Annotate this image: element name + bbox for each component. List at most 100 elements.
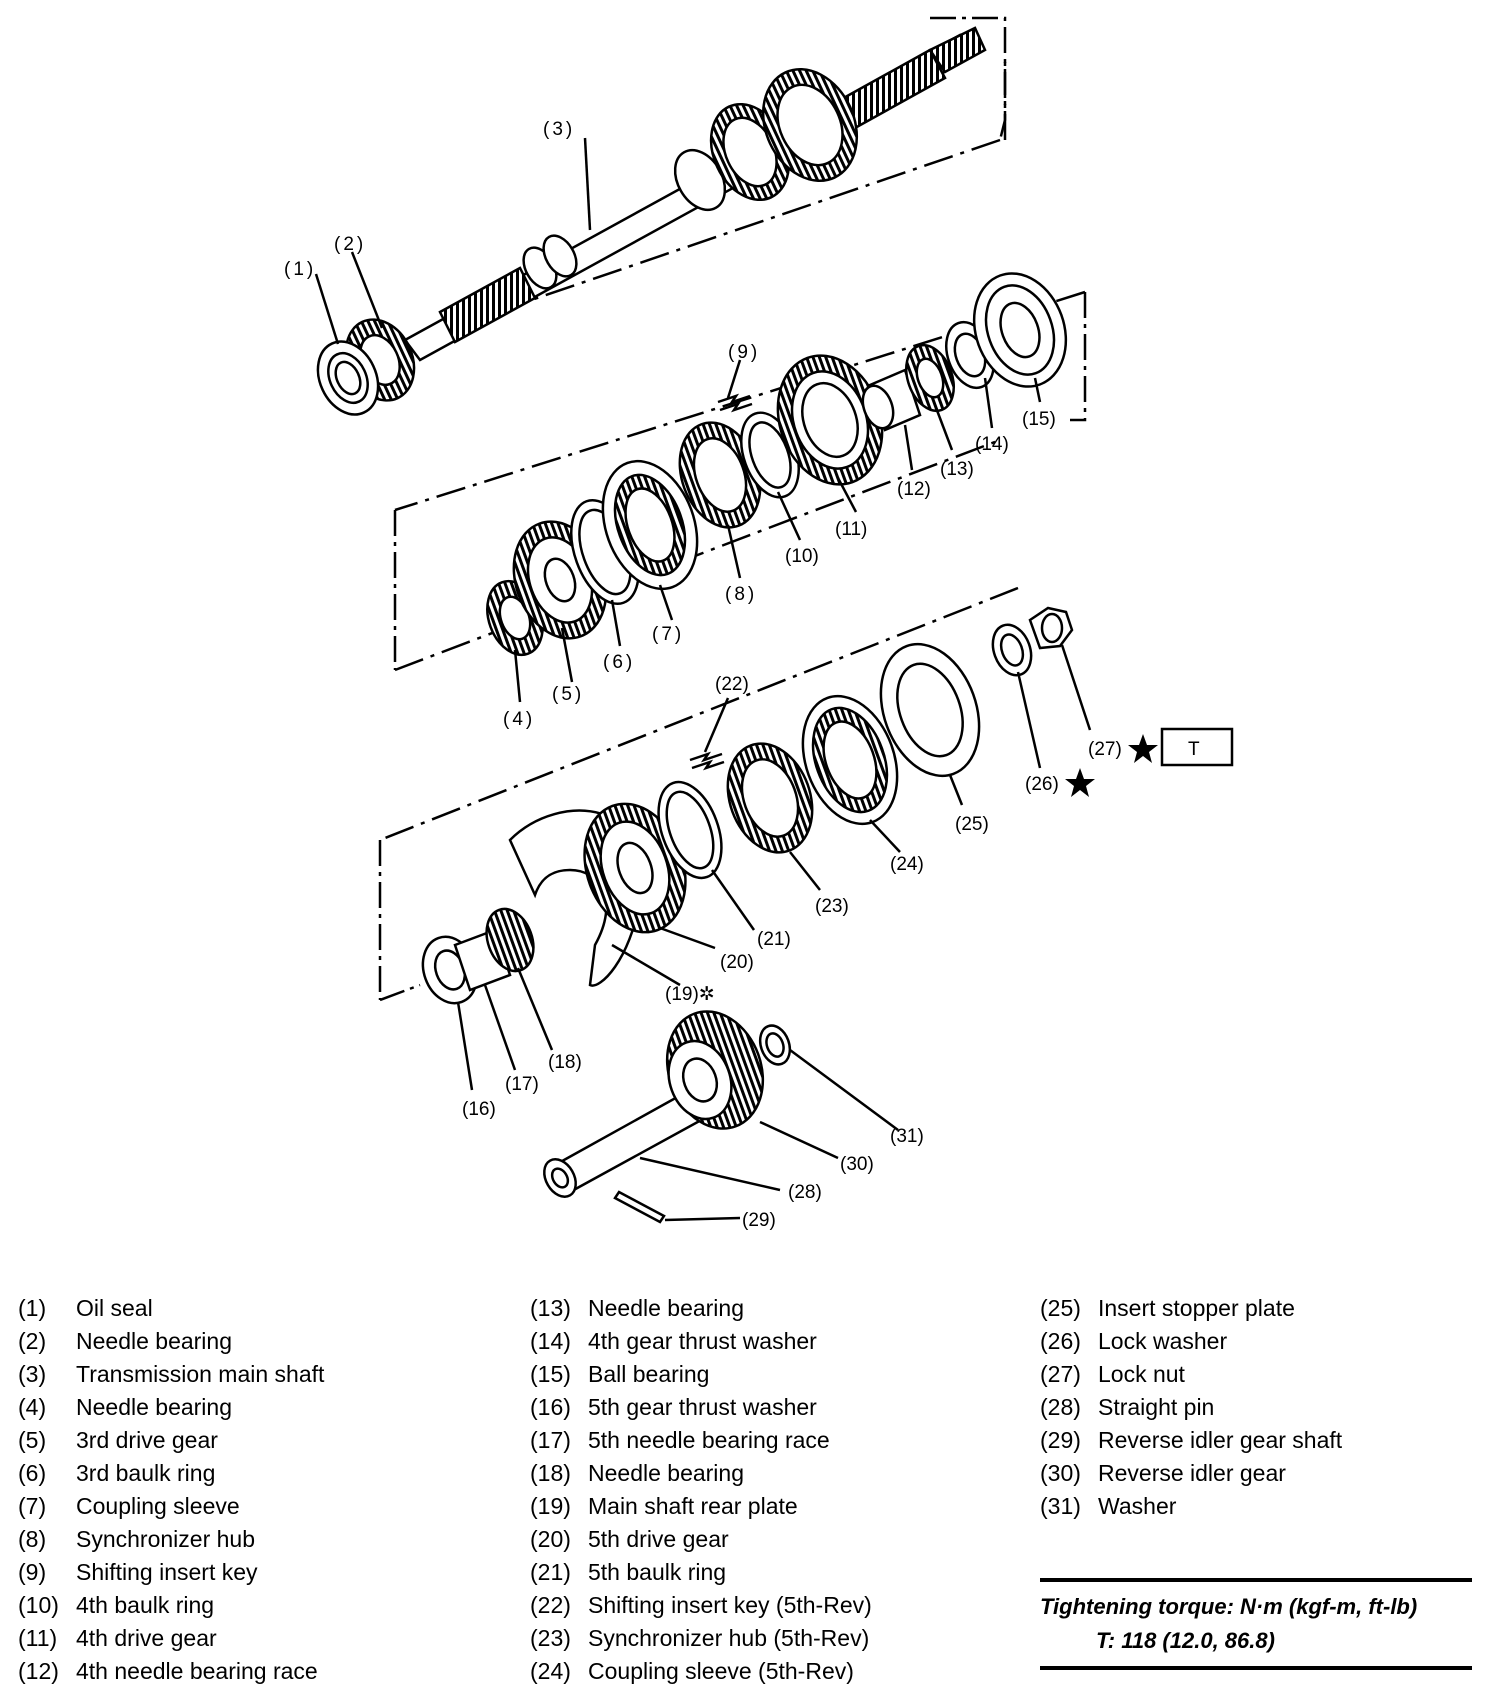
- legend-part-name: Synchronizer hub (5th-Rev): [588, 1625, 870, 1651]
- callout-23: (23): [815, 896, 849, 917]
- legend-number: (23): [530, 1625, 571, 1651]
- legend-item: (20) 5th drive gear: [530, 1523, 872, 1556]
- callout-labels: (3) (2) (1) (9) (15) (14) (13) (12) (11)…: [284, 119, 1200, 1230]
- legend-number: (7): [18, 1493, 47, 1519]
- legend-part-name: Reverse idler gear shaft: [1098, 1427, 1343, 1453]
- legend-column-3: (25)Insert stopper plate (26)Lock washer…: [1040, 1292, 1342, 1523]
- tightening-torque-note: Tightening torque: N·m (kgf-m, ft-lb) T:…: [1040, 1578, 1472, 1670]
- callout-21: (21): [757, 929, 791, 950]
- legend-item: (10)4th baulk ring: [18, 1589, 324, 1622]
- legend-part-name: Transmission main shaft: [76, 1361, 325, 1387]
- legend-part-name: Washer: [1098, 1493, 1177, 1519]
- legend-part-name: Insert stopper plate: [1098, 1295, 1295, 1321]
- callout-2: (2): [334, 234, 366, 255]
- reverse-idler-group: [543, 1010, 899, 1224]
- divider-top: [1040, 1578, 1472, 1582]
- legend-item: (5) 3rd drive gear: [18, 1424, 324, 1457]
- legend-number: (10): [18, 1592, 59, 1618]
- legend-item: (4) Needle bearing: [18, 1391, 324, 1424]
- legend-part-name: Synchronizer hub: [76, 1526, 255, 1552]
- callout-30: (30): [840, 1154, 874, 1175]
- legend-item: (3) Transmission main shaft: [18, 1358, 324, 1391]
- callout-3: (3): [543, 119, 575, 140]
- legend-part-name: Shifting insert key: [76, 1559, 258, 1585]
- legend-item: (18) Needle bearing: [530, 1457, 872, 1490]
- legend-item: (14) 4th gear thrust washer: [530, 1325, 872, 1358]
- callout-28: (28): [788, 1182, 822, 1203]
- legend-item: (8) Synchronizer hub: [18, 1523, 324, 1556]
- callout-26: (26): [1025, 774, 1059, 795]
- legend-item: (23) Synchronizer hub (5th-Rev): [530, 1622, 872, 1655]
- callout-14: (14): [975, 434, 1009, 455]
- callout-1: (1): [284, 259, 316, 280]
- legend-number: (16): [530, 1394, 571, 1420]
- callout-29: (29): [742, 1210, 776, 1230]
- legend-number: (31): [1040, 1493, 1081, 1519]
- legend-number: (4): [18, 1394, 47, 1420]
- legend-item: (24) Coupling sleeve (5th-Rev): [530, 1655, 872, 1688]
- third-fourth-gear-group: [393, 272, 1087, 703]
- legend-number: (19): [530, 1493, 571, 1519]
- callout-31: (31): [890, 1126, 924, 1147]
- legend-part-name: Reverse idler gear: [1098, 1460, 1286, 1486]
- legend-part-name: Needle bearing: [588, 1460, 745, 1486]
- legend-part-name: Needle bearing: [76, 1328, 233, 1354]
- legend-item: (6)3rd baulk ring: [18, 1457, 324, 1490]
- exploded-view-diagram: (3) (2) (1) (9) (15) (14) (13) (12) (11)…: [284, 16, 1234, 1230]
- legend-part-name: Shifting insert key (5th-Rev): [588, 1592, 872, 1618]
- legend-part-name: Coupling sleeve (5th-Rev): [588, 1658, 854, 1684]
- legend-item: (30)Reverse idler gear: [1040, 1457, 1342, 1490]
- legend-item: (31) Washer: [1040, 1490, 1342, 1523]
- callout-15: (15): [1022, 409, 1056, 430]
- legend-item: (7)Coupling sleeve: [18, 1490, 324, 1523]
- legend-number: (29): [1040, 1427, 1081, 1453]
- legend-number: (18): [530, 1460, 571, 1486]
- callout-27: (27): [1088, 739, 1122, 760]
- legend-number: (8): [18, 1526, 47, 1552]
- callout-19: (19)✲: [665, 984, 715, 1005]
- legend-part-name: Main shaft rear plate: [588, 1493, 798, 1519]
- legend-part-name: 5th drive gear: [588, 1526, 729, 1552]
- callout-24: (24): [890, 854, 924, 875]
- legend-number: (5): [18, 1427, 47, 1453]
- legend-number: (24): [530, 1658, 571, 1684]
- callout-4: (4): [503, 709, 535, 730]
- legend-part-name: 3rd baulk ring: [76, 1460, 216, 1486]
- legend-part-name: 5th baulk ring: [588, 1559, 727, 1585]
- legend-part-name: 4th needle bearing race: [76, 1658, 318, 1684]
- legend-part-name: 4th gear thrust washer: [588, 1328, 817, 1354]
- legend-part-name: Needle bearing: [588, 1295, 745, 1321]
- main-shaft-group: [314, 16, 1007, 416]
- legend-number: (25): [1040, 1295, 1081, 1321]
- legend-part-name: Needle bearing: [76, 1394, 233, 1420]
- legend-item: (9)Shifting insert key: [18, 1556, 324, 1589]
- torque-value: T: 118 (12.0, 86.8): [1096, 1628, 1275, 1653]
- legend-number: (3): [18, 1361, 47, 1387]
- callout-9: (9): [728, 342, 760, 363]
- callout-25: (25): [955, 814, 989, 835]
- legend-item: (28)Straight pin: [1040, 1391, 1342, 1424]
- callout-12: (12): [897, 479, 931, 500]
- legend-number: (17): [530, 1427, 571, 1453]
- legend-number: (11): [18, 1625, 58, 1651]
- legend-number: (22): [530, 1592, 571, 1618]
- legend-number: (12): [18, 1658, 59, 1684]
- legend-item: (22) Shifting insert key (5th-Rev): [530, 1589, 872, 1622]
- legend-part-name: Lock washer: [1098, 1328, 1228, 1354]
- legend-part-name: 5th gear thrust washer: [588, 1394, 817, 1420]
- legend-item: (2)Needle bearing: [18, 1325, 324, 1358]
- legend-number: (28): [1040, 1394, 1081, 1420]
- legend-item: (11) 4th drive gear: [18, 1622, 324, 1655]
- legend-part-name: 4th drive gear: [76, 1625, 217, 1651]
- callout-11: (11): [835, 519, 867, 540]
- legend-number: (1): [18, 1295, 47, 1321]
- fifth-reverse-gear-group: [378, 586, 1234, 1091]
- callout-10: (10): [785, 546, 819, 567]
- legend-item: (19) Main shaft rear plate: [530, 1490, 872, 1523]
- legend-column-2: (13)Needle bearing (14)4th gear thrust w…: [530, 1292, 872, 1688]
- legend-number: (14): [530, 1328, 571, 1354]
- legend-part-name: 3rd drive gear: [76, 1427, 218, 1453]
- callout-5: (5): [552, 684, 584, 705]
- torque-title: Tightening torque: N·m (kgf-m, ft-lb): [1040, 1594, 1418, 1619]
- legend-number: (20): [530, 1526, 571, 1552]
